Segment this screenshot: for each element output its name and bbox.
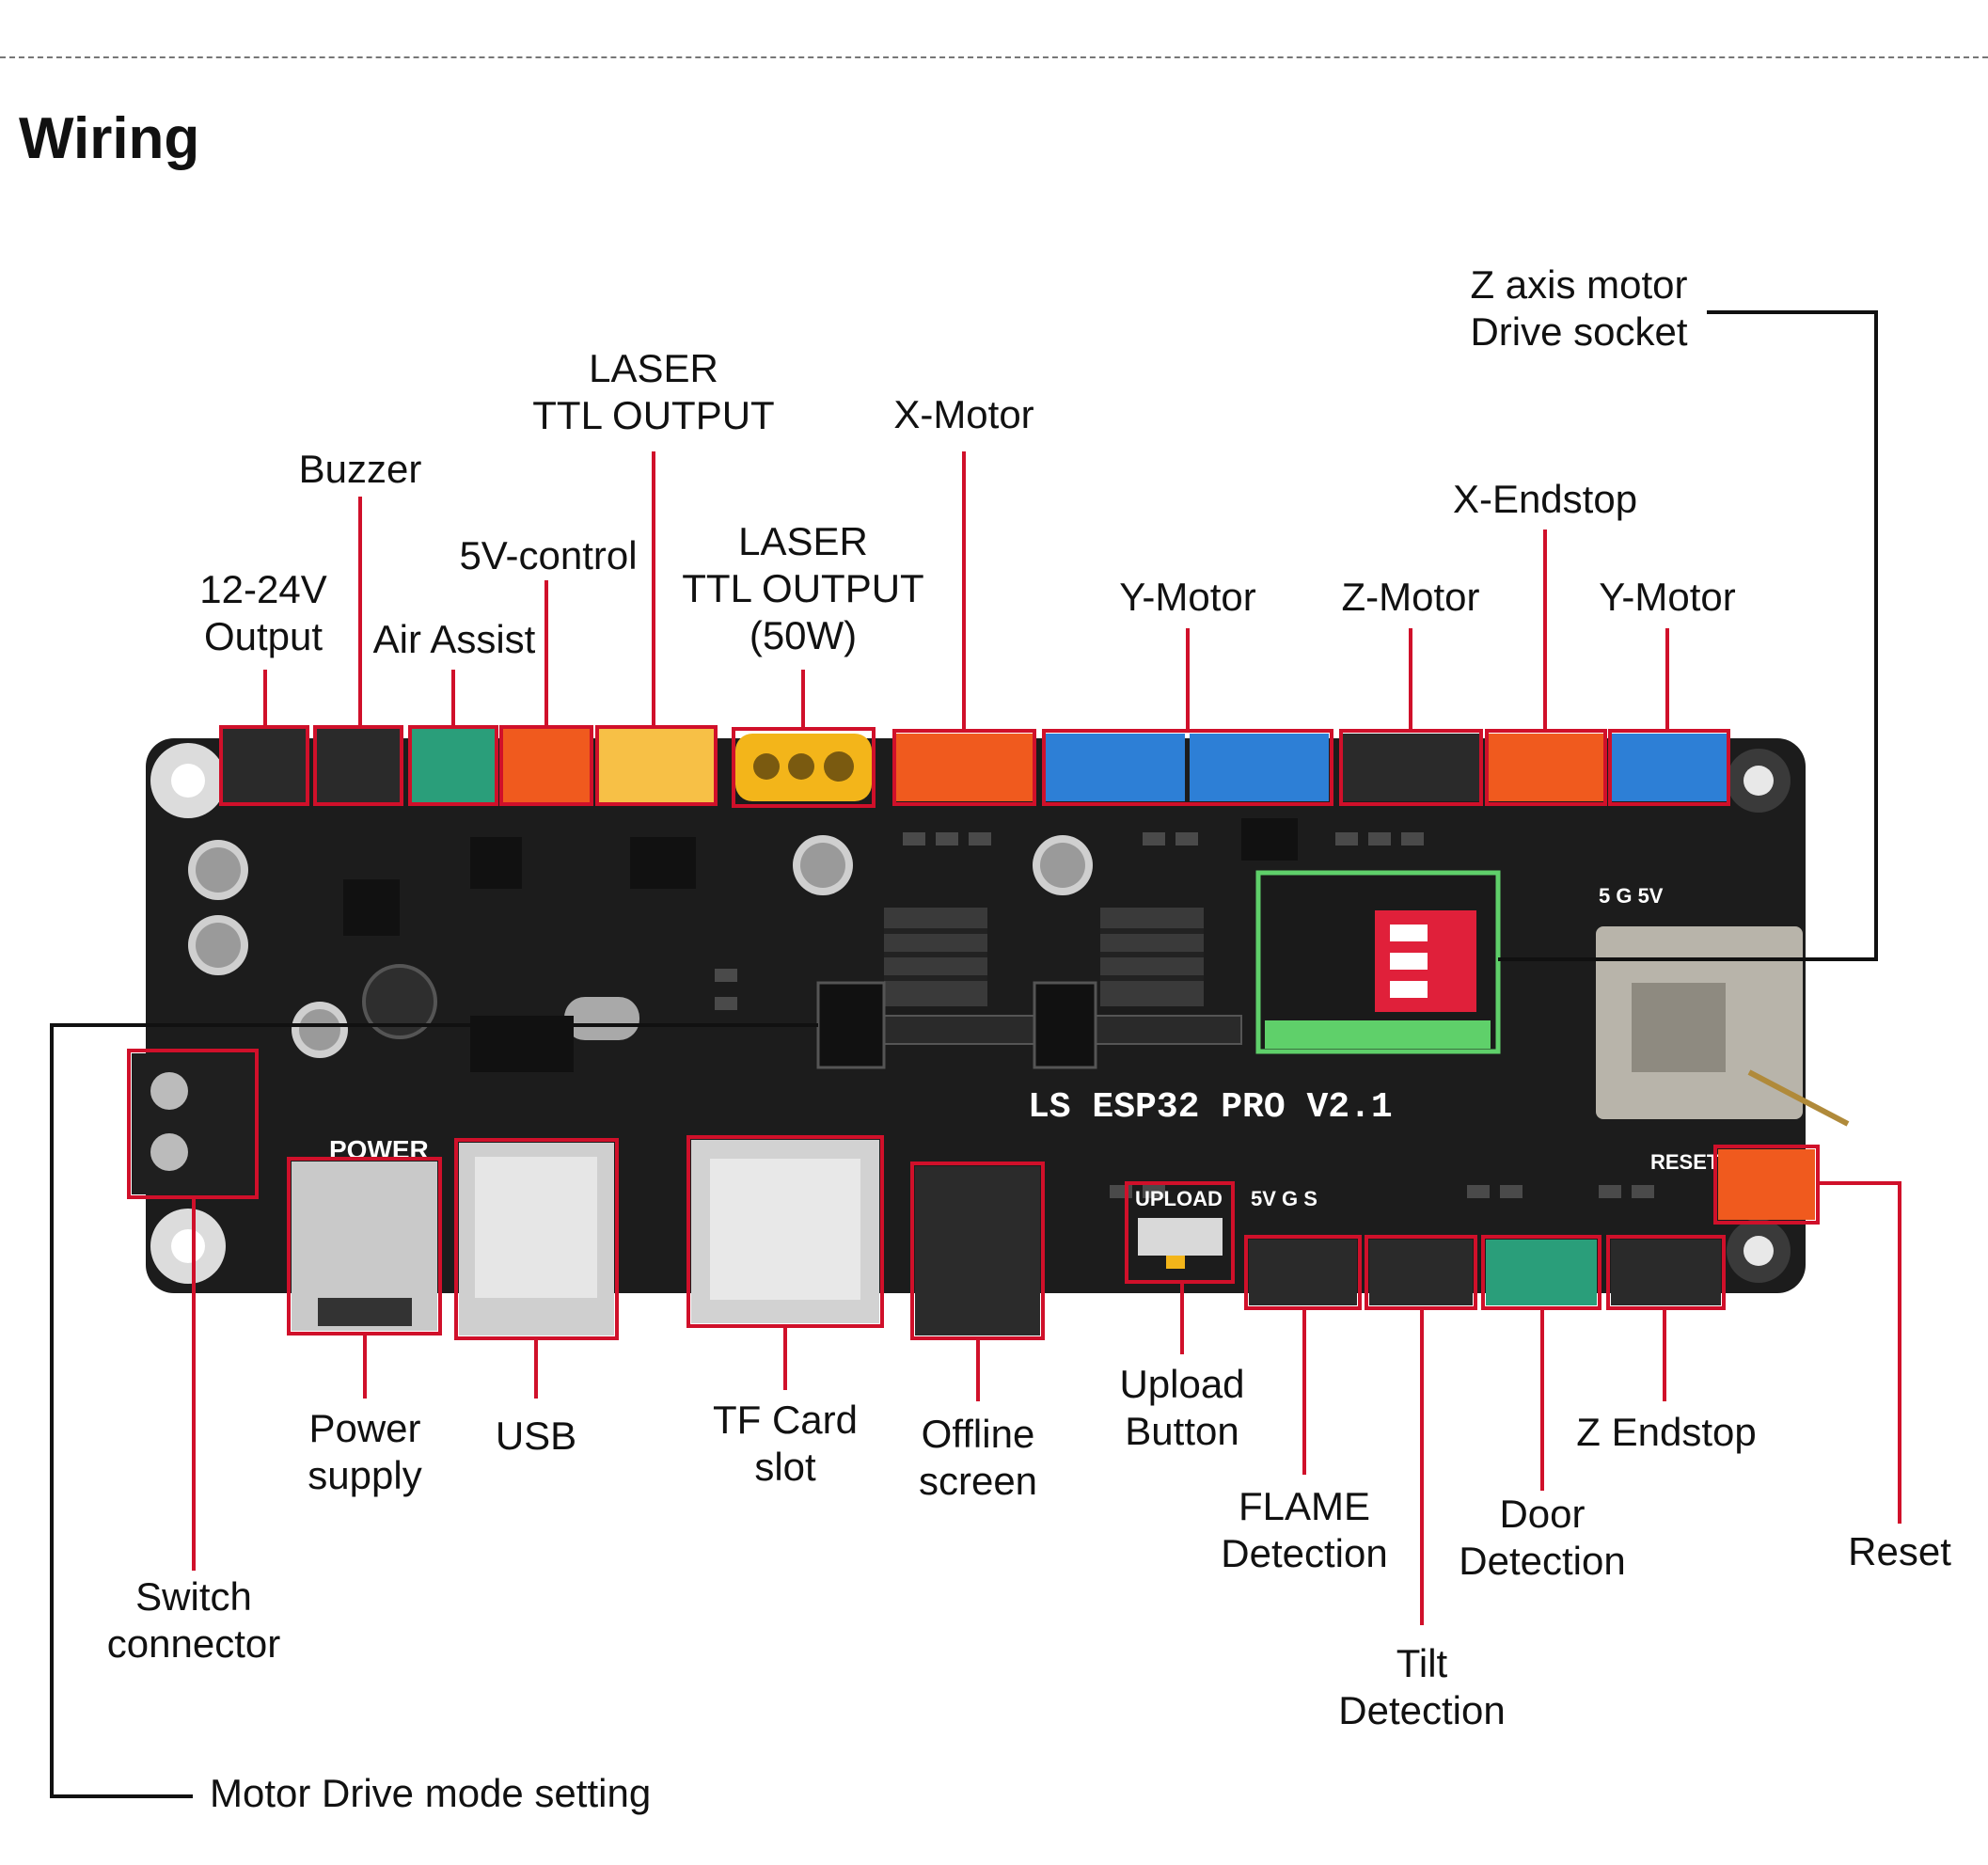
label-z-axis-motor-drive-socket: Z axis motor Drive socket [1470,262,1688,354]
label-laser-ttl-output: LASER TTL OUTPUT [532,346,775,437]
heatsink-y-driver [1100,908,1204,1006]
ic-chip [343,879,400,936]
motor-mode-jumpers [816,981,1097,1069]
switch-connector-terminal [127,1049,259,1199]
tf-card-slot [686,1135,884,1328]
label-air-assist: Air Assist [372,617,536,661]
connector-air-assist [408,725,498,806]
connector-door-detection [1481,1235,1601,1310]
mounting-hole-top-left [150,743,226,818]
label-x-endstop: X-Endstop [1452,477,1638,521]
label-power-supply: Power supply [308,1406,422,1497]
connector-buzzer [313,725,403,806]
label-laser-ttl-output-50w: LASER TTL OUTPUT (50W) [682,519,924,657]
connector-x-motor [892,729,1036,806]
connector-flame-detection [1244,1235,1362,1310]
leader-lines-black [50,310,1878,1798]
mounting-hole-bottom-left [150,1209,226,1284]
label-z-motor: Z-Motor [1341,575,1480,619]
connector-5v-control [499,725,593,806]
label-upload-button: Upload Button [1119,1362,1245,1453]
silk-upload: UPLOAD [1135,1187,1223,1210]
connector-y-motor-right [1608,729,1730,806]
label-tf-card-slot: TF Card slot [712,1398,858,1489]
connector-reset [1713,1145,1820,1225]
upload-button [1125,1181,1235,1284]
label-offline-screen: Offline screen [918,1412,1038,1503]
mounting-hole-top-right [1727,749,1791,813]
dashed-separator [0,56,1988,58]
label-buzzer: Buzzer [298,447,422,491]
crystal-icon [564,997,639,1040]
silk-reset: RESET [1650,1150,1720,1174]
connector-x-endstop [1485,729,1607,806]
label-door-detection: Door Detection [1459,1492,1626,1583]
offline-screen-port [910,1162,1045,1340]
smd-components [715,832,1654,1198]
label-tilt-detection: Tilt Detection [1338,1641,1506,1732]
leader-lines-bottom [192,1181,1901,1625]
label-z-endstop: Z Endstop [1576,1410,1757,1454]
silk-5vgs: 5V G S [1251,1187,1317,1210]
connector-z-endstop [1606,1235,1726,1310]
board-name: LS ESP32 PRO V2.1 [1028,1087,1393,1128]
page-title: Wiring [19,106,200,171]
connector-z-motor [1339,729,1483,806]
leader-lines-top [263,451,1669,731]
label-reset: Reset [1848,1529,1951,1573]
connector-12-24v-output [219,725,309,806]
label-switch-connector: Switch connector [106,1574,281,1666]
connector-laser-ttl [595,725,718,806]
label-y-motor-1: Y-Motor [1119,575,1256,619]
connector-y-motor-pair [1042,729,1333,806]
label-motor-drive-mode-setting: Motor Drive mode setting [210,1771,652,1815]
label-usb: USB [495,1414,577,1458]
label-12-24v-output: 12-24V Output [199,567,327,658]
z-driver-socket [1255,870,1501,1054]
connector-tilt-detection [1365,1235,1477,1310]
silk-5g5v: 5 G 5V [1599,884,1664,908]
label-flame-detection: FLAME Detection [1221,1484,1388,1575]
esp32-module [1596,926,1850,1127]
ic-chip [470,837,522,889]
label-x-motor: X-Motor [893,392,1034,436]
heatsink-x-driver [884,908,987,1006]
label-y-motor-2: Y-Motor [1599,575,1736,619]
usb-port [454,1138,619,1340]
power-supply-jack [287,1157,442,1336]
mounting-hole-bottom-right [1727,1219,1791,1283]
label-5v-control: 5V-control [459,533,638,577]
connector-laser-ttl-50w [732,727,876,808]
inductor-icon [362,964,437,1039]
ic-chip [1241,818,1298,861]
ic-chip [630,837,696,889]
